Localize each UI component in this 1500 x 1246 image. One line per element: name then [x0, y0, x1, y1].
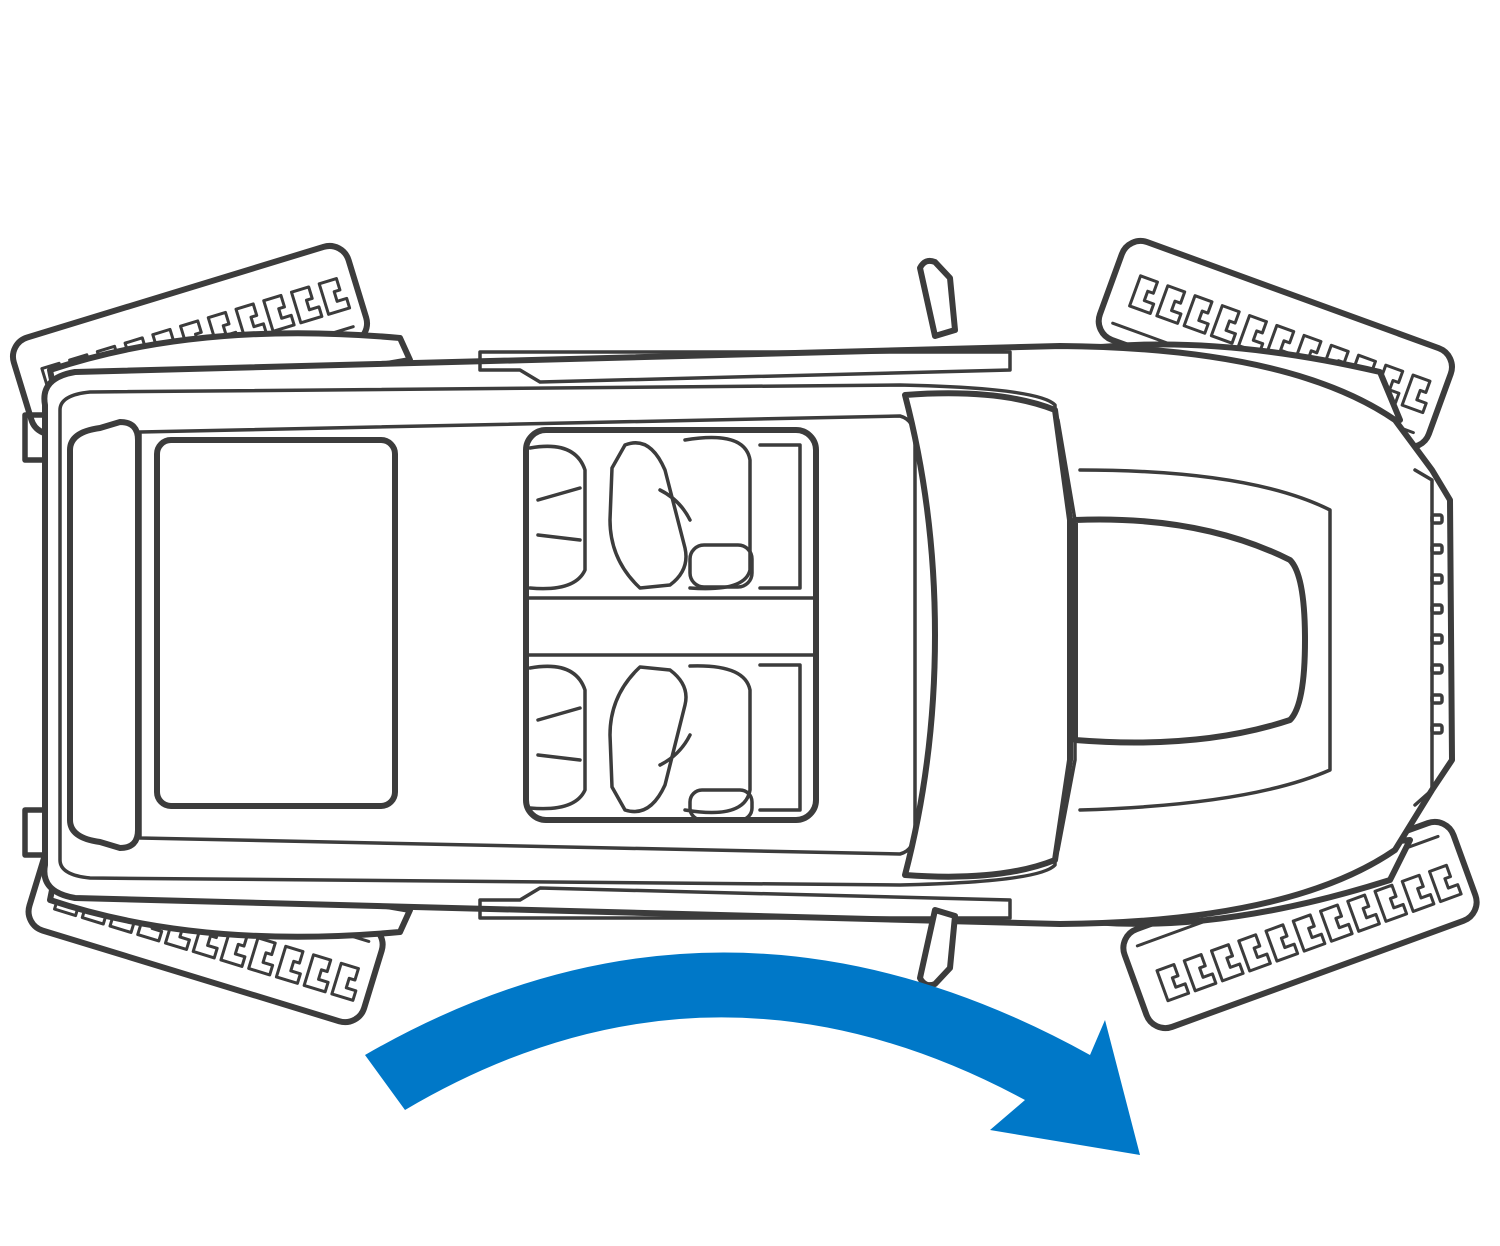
grille-slot — [1430, 633, 1444, 645]
hood-panel — [1078, 468, 1332, 812]
grille-slot — [1430, 693, 1444, 705]
rear-bumper-lower — [22, 807, 48, 858]
left-roof-rail — [478, 350, 1012, 384]
grille-slot — [1430, 543, 1444, 555]
dashboard-edge — [758, 443, 802, 812]
grille-slots — [1430, 513, 1444, 735]
grille-slot — [1430, 723, 1444, 735]
grille-slot — [1430, 663, 1444, 675]
rear-bumper-upper — [22, 412, 48, 463]
windshield — [902, 390, 1073, 880]
tailgate — [67, 419, 141, 851]
rear-seat-left-icon — [528, 444, 587, 591]
hood-scoop — [1072, 516, 1308, 746]
left-mirror-icon — [917, 257, 958, 339]
turn-arrow-icon — [365, 952, 1140, 1155]
rear-seat-right-icon — [528, 664, 587, 811]
front-seat-left-icon — [608, 435, 754, 591]
grille-slot — [1430, 603, 1444, 615]
cabin-opening — [523, 427, 819, 823]
body-inner-line — [58, 383, 1057, 887]
grille-slot — [1430, 513, 1444, 525]
right-roof-rail — [478, 886, 1012, 920]
grille-slot — [1430, 573, 1444, 585]
rear-window — [154, 437, 398, 809]
vehicle-icon — [22, 257, 1455, 989]
front-seat-right-icon — [608, 664, 754, 822]
